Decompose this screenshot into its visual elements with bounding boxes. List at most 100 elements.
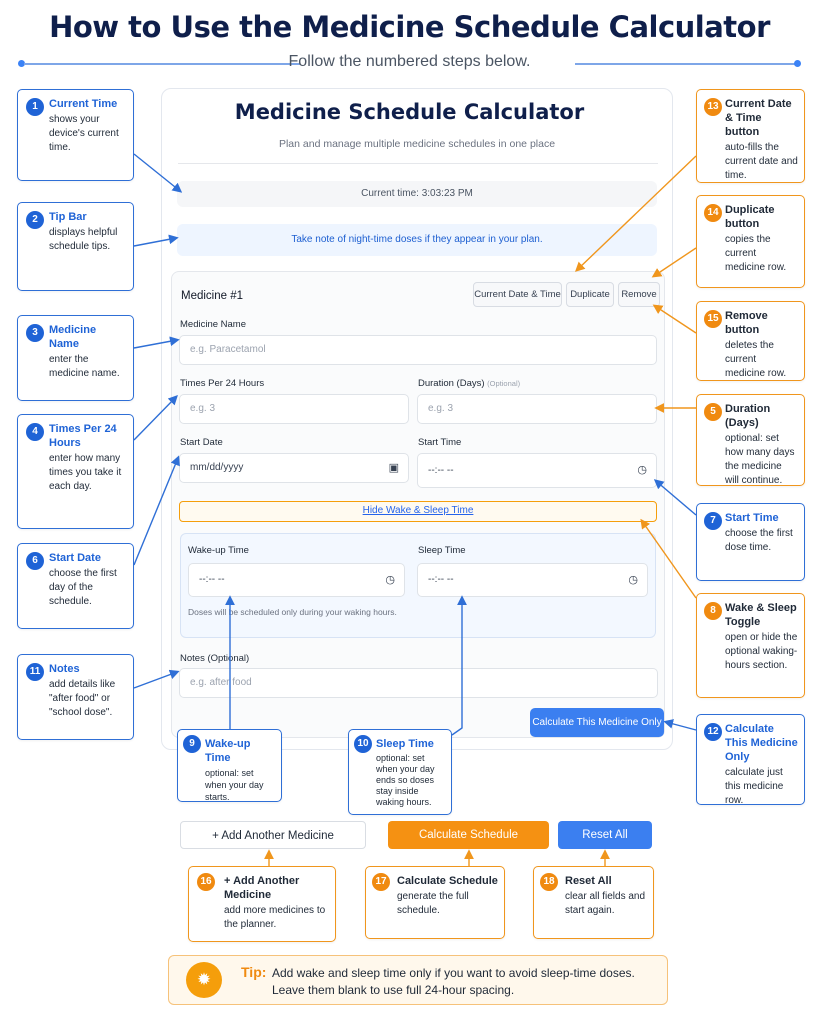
annotation-desc: optional: set when your day starts. bbox=[205, 768, 264, 802]
annotation-title: Wake-up Time bbox=[205, 738, 251, 764]
times-per-day-input[interactable]: e.g. 3 bbox=[179, 394, 409, 424]
duration-label: Duration (Days) (Optional) bbox=[418, 378, 520, 389]
annotation-number: 17 bbox=[372, 873, 390, 891]
annotation-15: 15 Remove button deletes the current med… bbox=[696, 301, 805, 381]
start-date-value: mm/dd/yyyy bbox=[190, 462, 244, 473]
annotation-2: 2 Tip Bar displays helpful schedule tips… bbox=[17, 202, 134, 291]
clock-icon[interactable]: ◷ bbox=[385, 574, 395, 586]
annotation-6: 6 Start Date choose the first day of the… bbox=[17, 543, 134, 629]
sleep-time-label: Sleep Time bbox=[418, 545, 466, 556]
annotation-12: 12 Calculate This Medicine Only calculat… bbox=[696, 714, 805, 806]
annotation-8: 8 Wake & Sleep Toggle open or hide the o… bbox=[696, 593, 805, 698]
start-time-input[interactable]: --:-- -- ◷ bbox=[417, 453, 657, 488]
annotation-title: Current Date & Time button bbox=[725, 98, 792, 138]
divider-line-left bbox=[24, 63, 300, 65]
annotation-title: Current Time bbox=[49, 98, 118, 110]
annotation-number: 7 bbox=[704, 512, 722, 530]
annotation-title: Reset All bbox=[565, 875, 612, 887]
start-time-value: --:-- -- bbox=[428, 465, 454, 476]
annotation-7: 7 Start Time choose the first dose time. bbox=[696, 503, 805, 581]
annotation-title: Start Date bbox=[49, 552, 101, 564]
remove-button[interactable]: Remove bbox=[618, 282, 660, 307]
wake-time-value: --:-- -- bbox=[199, 574, 225, 585]
annotation-number: 14 bbox=[704, 204, 722, 222]
annotation-3: 3 Medicine Name enter the medicine name. bbox=[17, 315, 134, 401]
current-date-time-button[interactable]: Current Date & Time bbox=[473, 282, 562, 307]
annotation-number: 1 bbox=[26, 98, 44, 116]
annotation-9: 9 Wake-up Time optional: set when your d… bbox=[177, 729, 282, 802]
annotation-desc: choose the first dose time. bbox=[725, 528, 793, 553]
clock-icon[interactable]: ◷ bbox=[628, 574, 638, 586]
medicine-heading: Medicine #1 bbox=[181, 290, 244, 302]
start-date-input[interactable]: mm/dd/yyyy ▣ bbox=[179, 453, 409, 483]
annotation-number: 8 bbox=[704, 602, 722, 620]
annotation-title: Wake & Sleep Toggle bbox=[725, 602, 797, 628]
notes-label: Notes (Optional) bbox=[180, 653, 250, 664]
annotation-desc: add details like "after food" or "school… bbox=[49, 679, 116, 718]
annotation-18: 18 Reset All clear all fields and start … bbox=[533, 866, 654, 939]
divider-dot-left bbox=[18, 60, 25, 67]
annotation-number: 15 bbox=[704, 310, 722, 328]
annotation-number: 2 bbox=[26, 211, 44, 229]
annotation-number: 3 bbox=[26, 324, 44, 342]
annotation-desc: copies the current medicine row. bbox=[725, 234, 787, 273]
annotation-title: Remove button bbox=[725, 310, 768, 336]
tip-box bbox=[168, 955, 668, 1005]
annotation-desc: auto-fills the current date and time. bbox=[725, 142, 798, 181]
annotation-number: 16 bbox=[197, 873, 215, 891]
medicine-name-input[interactable]: e.g. Paracetamol bbox=[179, 335, 657, 365]
calculate-schedule-button[interactable]: Calculate Schedule bbox=[388, 821, 549, 849]
annotation-title: Calculate Schedule bbox=[397, 875, 498, 887]
add-medicine-button[interactable]: + Add Another Medicine bbox=[180, 821, 366, 849]
annotation-desc: calculate just this medicine row. bbox=[725, 767, 784, 806]
current-time-bar: Current time: 3:03:23 PM bbox=[177, 181, 657, 207]
calendar-icon[interactable]: ▣ bbox=[388, 462, 399, 474]
calculate-this-medicine-button[interactable]: Calculate This Medicine Only bbox=[530, 708, 664, 737]
wake-time-label: Wake-up Time bbox=[188, 545, 249, 556]
annotation-desc: displays helpful schedule tips. bbox=[49, 227, 118, 252]
annotation-title: Calculate This Medicine Only bbox=[725, 723, 798, 763]
reset-all-button[interactable]: Reset All bbox=[558, 821, 652, 849]
annotation-desc: deletes the current medicine row. bbox=[725, 340, 787, 379]
annotation-desc: add more medicines to the planner. bbox=[224, 905, 326, 930]
annotation-number: 5 bbox=[704, 403, 722, 421]
divider-dot-right bbox=[794, 60, 801, 67]
sleep-time-value: --:-- -- bbox=[428, 574, 454, 585]
annotation-title: Medicine Name bbox=[49, 324, 97, 350]
wake-time-input[interactable]: --:-- -- ◷ bbox=[188, 563, 405, 597]
annotation-5: 5 Duration (Days) optional: set how many… bbox=[696, 394, 805, 486]
annotation-desc: optional: set how many days the medicine… bbox=[725, 433, 795, 486]
clock-icon[interactable]: ◷ bbox=[637, 464, 647, 476]
annotation-desc: generate the full schedule. bbox=[397, 891, 469, 916]
annotation-title: + Add Another Medicine bbox=[224, 875, 300, 901]
annotation-11: 11 Notes add details like "after food" o… bbox=[17, 654, 134, 740]
subtitle-row: Follow the numbered steps below. bbox=[18, 53, 801, 75]
annotation-title: Duplicate button bbox=[725, 204, 775, 230]
annotation-title: Duration (Days) bbox=[725, 403, 771, 429]
start-time-label: Start Time bbox=[418, 437, 462, 448]
annotation-desc: optional: set when your day ends so dose… bbox=[376, 753, 435, 807]
notes-input[interactable]: e.g. after food bbox=[179, 668, 658, 698]
annotation-number: 11 bbox=[26, 663, 44, 681]
annotation-number: 18 bbox=[540, 873, 558, 891]
calculator-subtitle: Plan and manage multiple medicine schedu… bbox=[278, 138, 556, 150]
tip-bar: Take note of night-time doses if they ap… bbox=[177, 224, 657, 256]
annotation-14: 14 Duplicate button copies the current m… bbox=[696, 195, 805, 288]
wake-sleep-toggle[interactable]: Hide Wake & Sleep Time bbox=[179, 501, 657, 522]
waking-hours-note: Doses will be scheduled only during your… bbox=[188, 607, 397, 617]
divider-line-right bbox=[575, 63, 795, 65]
duplicate-button[interactable]: Duplicate bbox=[566, 282, 614, 307]
sleep-time-input[interactable]: --:-- -- ◷ bbox=[417, 563, 648, 597]
annotation-desc: enter the medicine name. bbox=[49, 354, 120, 379]
annotation-title: Times Per 24 Hours bbox=[49, 423, 117, 449]
annotation-desc: shows your device's current time. bbox=[49, 114, 119, 153]
page-title: How to Use the Medicine Schedule Calcula… bbox=[49, 10, 770, 44]
page-subtitle: Follow the numbered steps below. bbox=[288, 53, 531, 70]
annotation-10: 10 Sleep Time optional: set when your da… bbox=[348, 729, 452, 815]
annotation-number: 9 bbox=[183, 735, 201, 753]
annotation-number: 13 bbox=[704, 98, 722, 116]
annotation-title: Notes bbox=[49, 663, 80, 675]
duration-input[interactable]: e.g. 3 bbox=[417, 394, 657, 424]
annotation-13: 13 Current Date & Time button auto-fills… bbox=[696, 89, 805, 183]
annotation-number: 10 bbox=[354, 735, 372, 753]
